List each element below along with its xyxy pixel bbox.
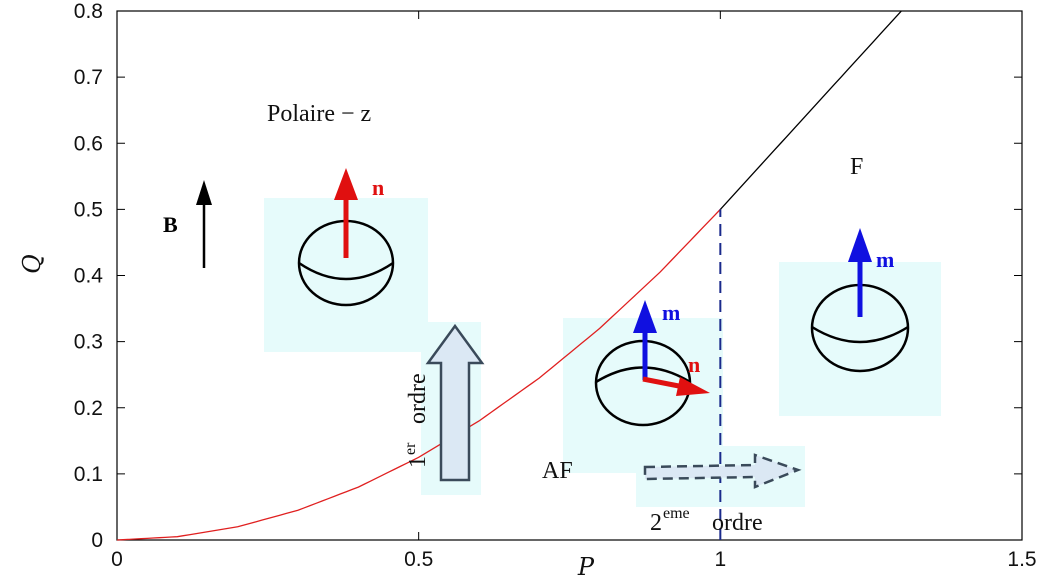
second-order-arrow-icon xyxy=(643,453,802,489)
first-order-boundary-line xyxy=(116,208,721,541)
af-n-arrowhead-icon xyxy=(676,377,710,396)
polaire-label: Polaire − z xyxy=(267,101,371,127)
second-order-label: 2 eme ordre xyxy=(650,505,763,536)
polar-n-label: n xyxy=(372,175,384,200)
svg-text:ordre: ordre xyxy=(712,510,763,536)
svg-text:er: er xyxy=(402,442,419,455)
antiferro-label: AF xyxy=(542,458,573,484)
y-tick-label: 0.8 xyxy=(74,0,103,23)
polar-n-arrowhead-icon xyxy=(334,168,358,200)
x-tick-label: 0 xyxy=(111,548,123,571)
first-order-label: 1 er ordre xyxy=(402,373,431,468)
x-tick-label: 1 xyxy=(714,548,726,571)
field-arrowhead-icon xyxy=(196,180,212,205)
x-axis-label: P xyxy=(577,553,595,581)
ferro-boundary-line xyxy=(719,10,902,210)
svg-text:ordre: ordre xyxy=(405,373,431,424)
y-tick-label: 0.3 xyxy=(74,331,103,354)
x-tick-label: 0.5 xyxy=(404,548,433,571)
field-label: B xyxy=(163,212,178,237)
svg-text:1: 1 xyxy=(405,456,431,468)
y-tick-label: 0.7 xyxy=(74,66,103,89)
svg-text:eme: eme xyxy=(663,505,690,522)
af-n-vector-icon xyxy=(642,376,685,390)
y-tick-label: 0.5 xyxy=(74,198,103,221)
y-axis-label: Q xyxy=(18,254,46,274)
y-tick-label: 0.2 xyxy=(74,397,103,420)
af-m-label: m xyxy=(662,300,680,325)
af-m-arrowhead-icon xyxy=(633,300,657,333)
ferro-label: F xyxy=(850,154,863,180)
y-tick-label: 0.6 xyxy=(74,132,103,155)
y-tick-label: 0.4 xyxy=(74,265,104,288)
y-tick-label: 0.1 xyxy=(74,463,103,486)
series-layer xyxy=(116,10,902,541)
y-tick-label: 0 xyxy=(91,529,103,552)
first-order-arrow-icon xyxy=(425,323,485,482)
af-n-label: n xyxy=(688,352,700,377)
ferro-m-label: m xyxy=(876,247,894,272)
svg-text:2: 2 xyxy=(650,510,662,536)
x-tick-label: 1.5 xyxy=(1007,548,1036,571)
ferro-m-arrowhead-icon xyxy=(848,228,872,262)
